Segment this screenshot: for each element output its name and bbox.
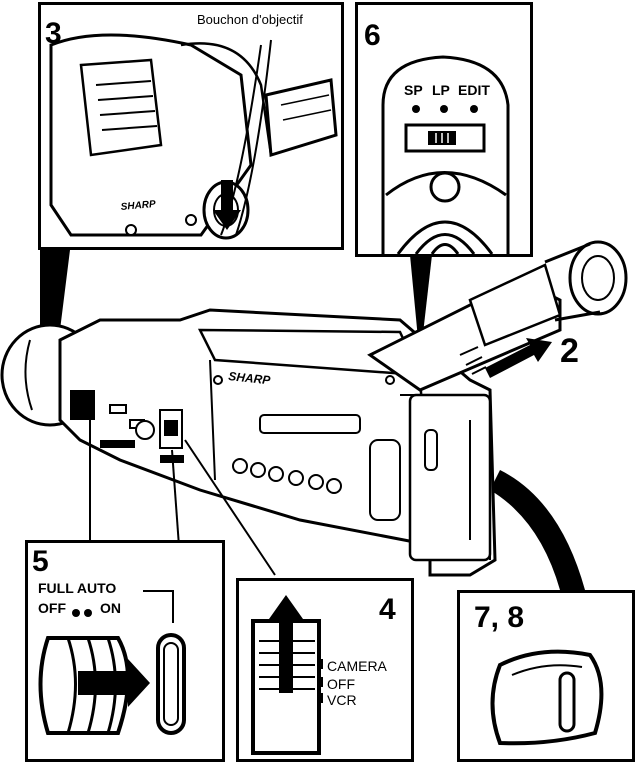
body-brand-label: SHARP <box>228 369 272 387</box>
panel-step-4: 4 CAMERA OFF VCR <box>236 578 414 762</box>
panel-step-7-8: 7, 8 <box>457 590 635 762</box>
full-auto-arrow <box>78 659 150 707</box>
step-6-number: 6 <box>364 19 381 52</box>
power-position-off: OFF <box>327 676 355 692</box>
eyepiece-arrow <box>485 338 552 378</box>
lens-cap-illustration: SHARP <box>49 33 338 240</box>
speed-switch-illustration <box>381 55 510 254</box>
callout-wedge-78 <box>490 470 585 590</box>
panel-step-5: 5 FULL AUTO OFF ON <box>25 540 225 762</box>
record-button-illustration <box>490 649 604 746</box>
step-5-number: 5 <box>32 545 49 578</box>
full-auto-on-label: ON <box>100 600 121 616</box>
speed-label-lp: LP <box>432 82 450 98</box>
lens-cap-label: Bouchon d'objectif <box>197 12 303 27</box>
step-2-number: 2 <box>560 332 579 370</box>
power-switch-illustration <box>251 595 323 755</box>
panel-step-3: SHARP 3 Bouchon d'objectif <box>38 2 344 250</box>
power-switch-arrow <box>269 595 303 693</box>
full-auto-off-label: OFF <box>38 600 66 616</box>
step-7-8-number: 7, 8 <box>474 601 525 634</box>
full-auto-title: FULL AUTO <box>38 580 117 596</box>
panel-3-brand-label: SHARP <box>120 199 156 213</box>
step-4-number: 4 <box>379 593 396 626</box>
lens-cap-arrow <box>213 180 241 230</box>
speed-label-edit: EDIT <box>458 82 490 98</box>
full-auto-switch-illustration <box>38 590 186 735</box>
power-position-vcr: VCR <box>327 692 357 708</box>
step-3-number: 3 <box>45 17 62 50</box>
callout-wedge-3 <box>40 250 70 330</box>
speed-label-sp: SP <box>404 82 423 98</box>
callout-wedge-6 <box>410 255 432 360</box>
panel-step-6: 6 SP LP EDIT <box>355 2 533 257</box>
power-position-camera: CAMERA <box>327 658 387 674</box>
